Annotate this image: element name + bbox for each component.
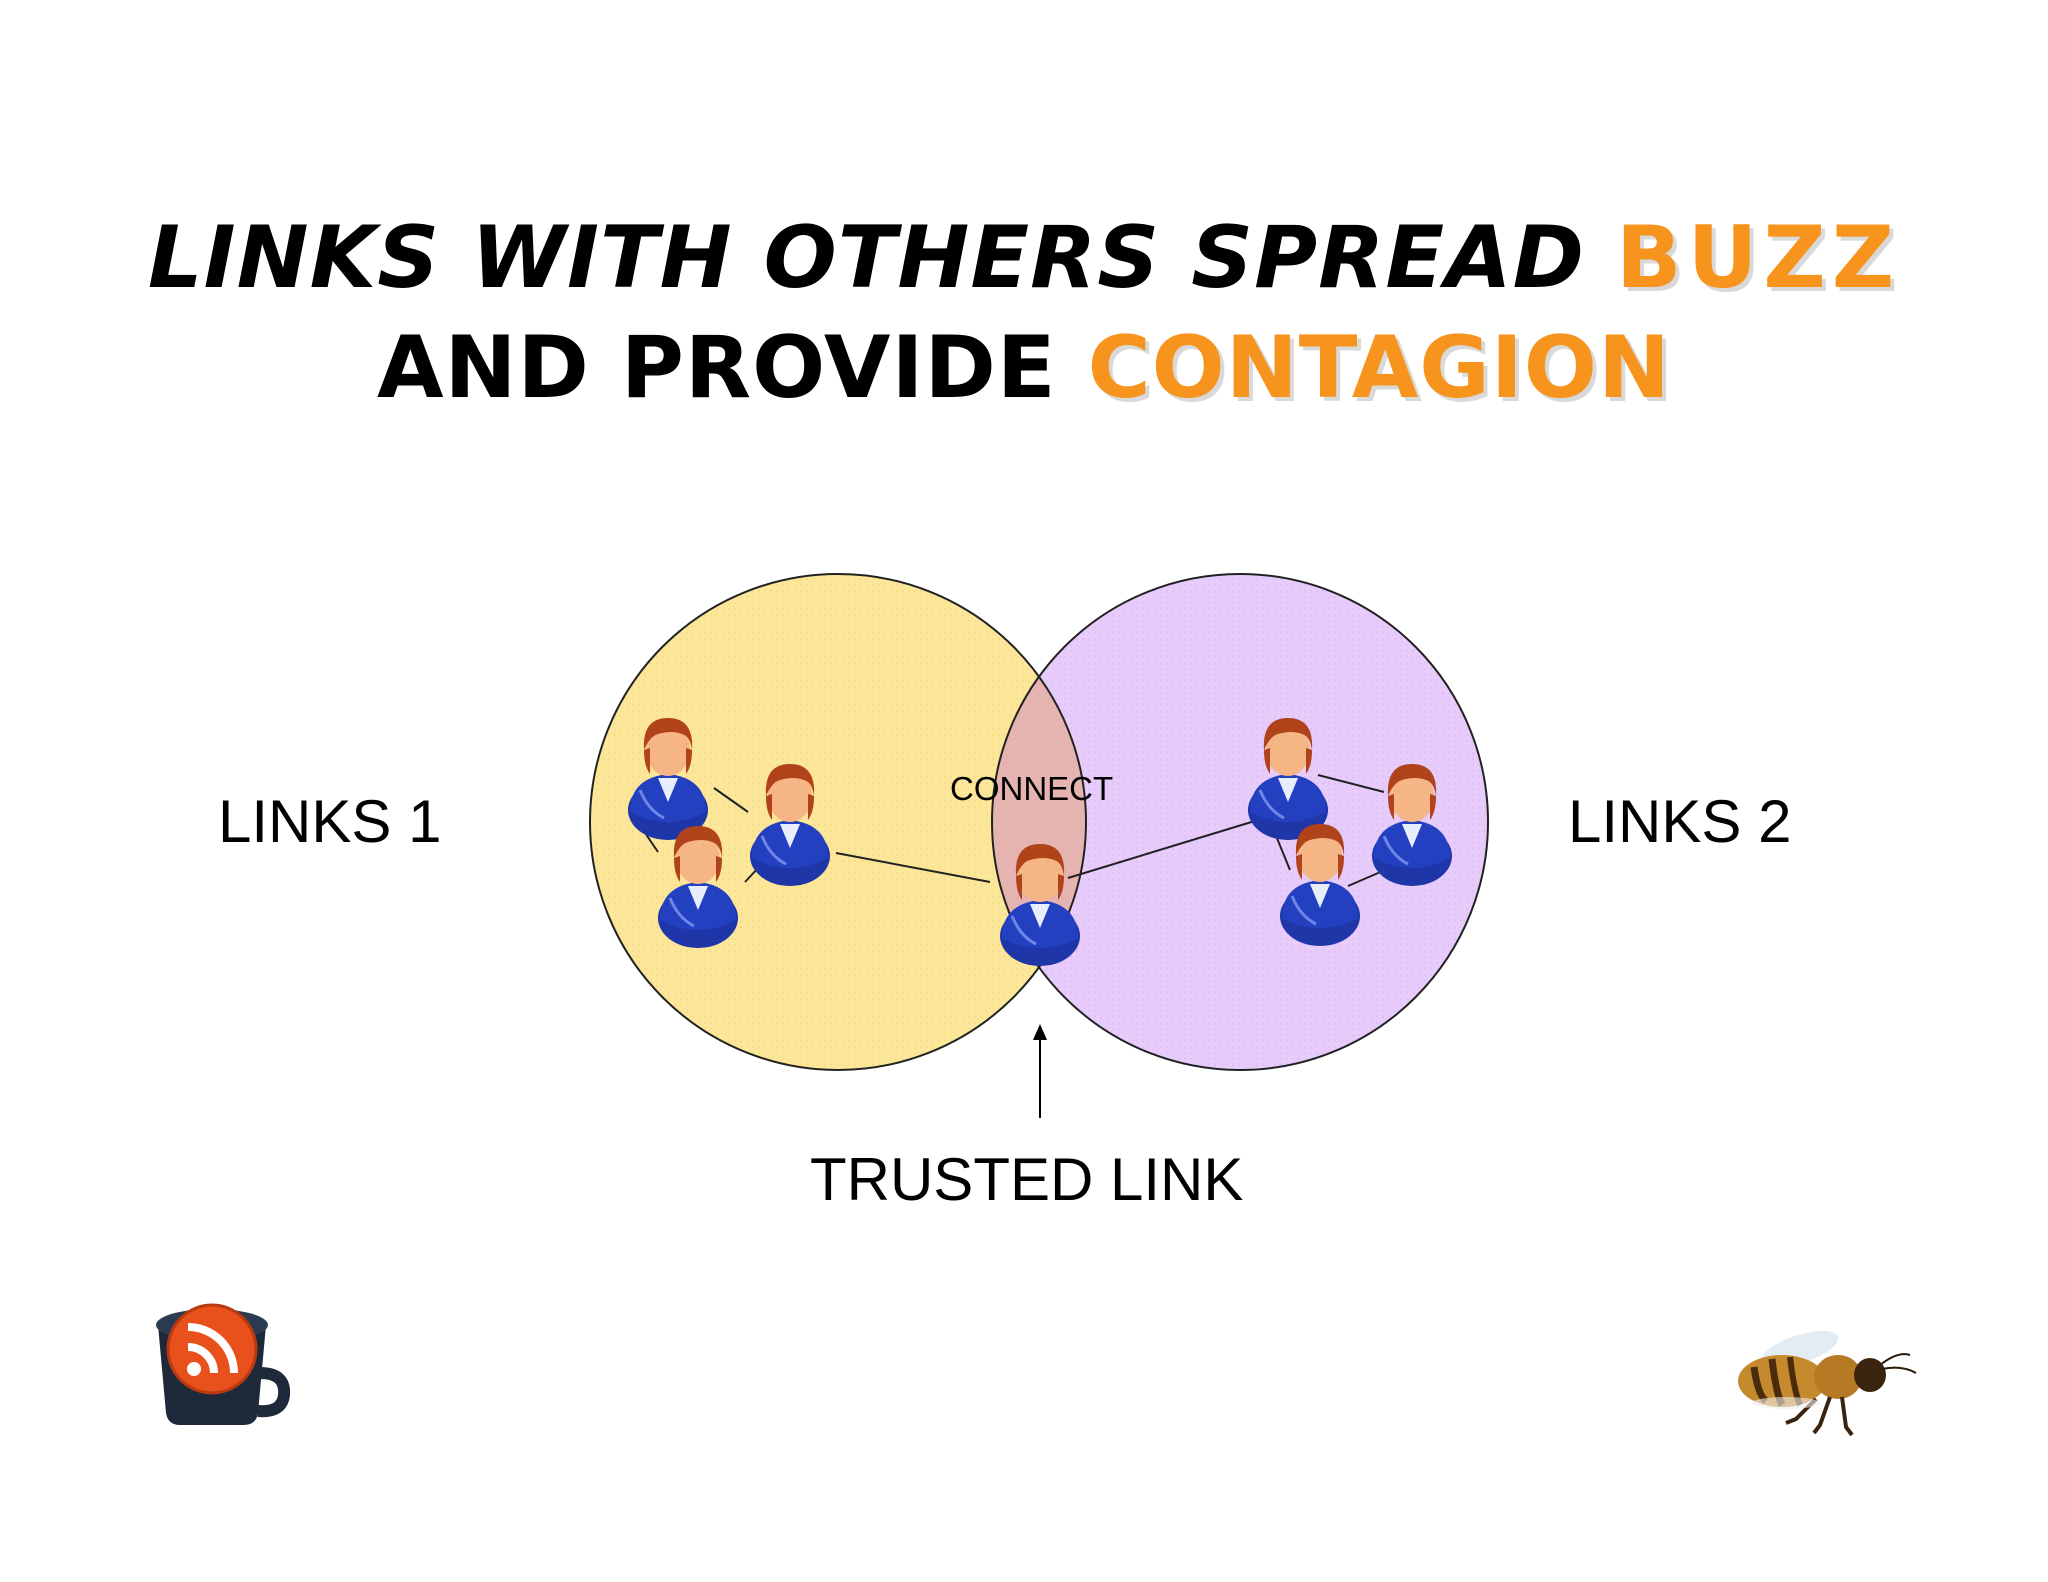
right-circle [992,574,1488,1070]
rss-mug-icon [156,1303,290,1425]
title-line-2-text: AND PROVIDE [377,318,1057,418]
title-contagion-word: CONTAGION [1087,318,1671,418]
trusted-link-arrow [1033,1024,1047,1118]
links-1-label: LINKS 1 [218,788,442,855]
left-circle [590,574,1086,1070]
links-2-label: LINKS 2 [1568,788,1792,855]
title-buzz-word: BUZZ [1616,208,1901,308]
title-line-2: AND PROVIDE CONTAGION [0,318,2048,418]
bee-icon [1738,1330,1917,1437]
title-line-1: LINKS WITH OTHERS SPREAD BUZZ [0,208,2048,308]
connect-label: CONNECT [950,770,1114,807]
title-line-1-text: LINKS WITH OTHERS SPREAD [147,208,1586,308]
trusted-link-label: TRUSTED LINK [810,1146,1244,1213]
